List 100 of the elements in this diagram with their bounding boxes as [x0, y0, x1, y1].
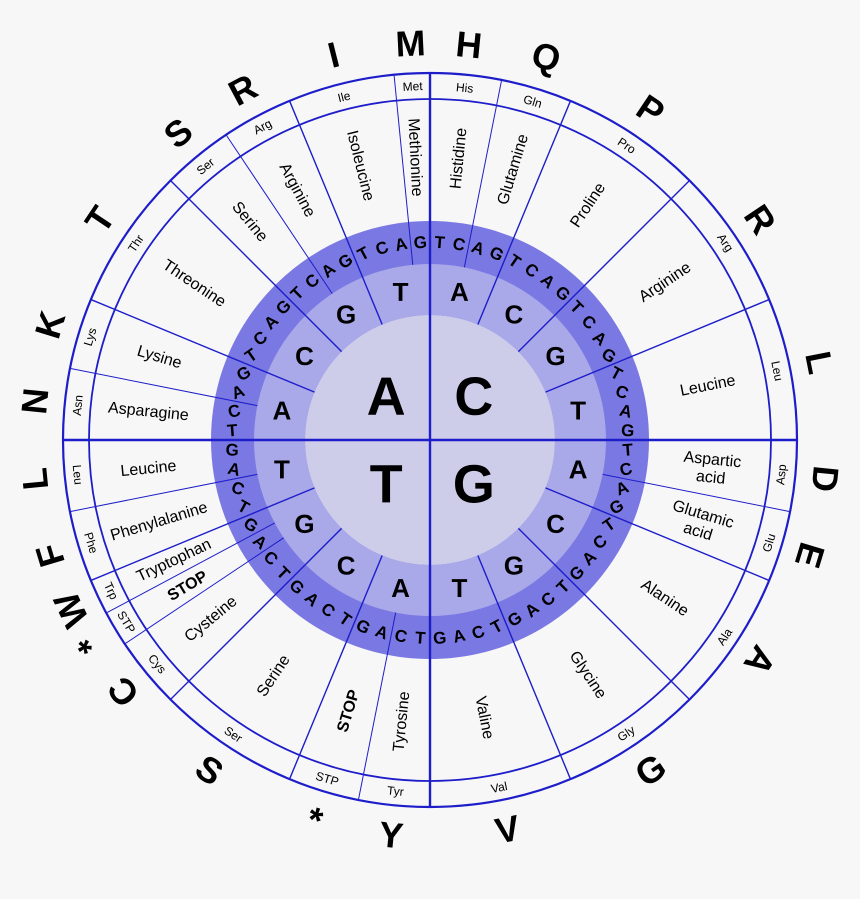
codon-letter: C: [526, 264, 538, 277]
amino-acid-abbreviation: Gln: [524, 96, 542, 108]
codon-letter: T: [572, 299, 584, 312]
codon-letter: G: [414, 236, 426, 248]
one-letter-code: L: [806, 352, 831, 375]
codon-letter: A: [252, 536, 266, 550]
amino-acid-abbreviation: Ala: [718, 630, 733, 646]
one-letter-code: N: [22, 389, 48, 413]
ring-sector: A: [254, 372, 315, 440]
node-label: T: [392, 282, 408, 301]
amino-acid-abbreviation: Gly: [618, 726, 634, 740]
ring-sector: A: [362, 555, 430, 616]
codon-letter: T: [289, 286, 302, 298]
codon-letter: C: [616, 386, 628, 398]
node-label: A: [569, 460, 587, 478]
codon-letter: T: [226, 424, 237, 436]
codon-letter: A: [396, 238, 408, 252]
amino-acid-abbreviation: Lys: [84, 328, 96, 346]
ring-sector: A: [545, 440, 606, 508]
amino-acid-abbreviation: Val: [490, 781, 508, 792]
codon-letter: A: [323, 264, 336, 278]
codon-letter: C: [265, 552, 278, 564]
one-letter-code: Y: [380, 822, 404, 848]
amino-acid-abbreviation: Thr: [128, 234, 144, 251]
amino-acid-abbreviation: Trp: [104, 581, 116, 600]
one-letter-code: T: [84, 204, 112, 228]
codon-letter: T: [435, 236, 446, 248]
codon-letter: A: [374, 626, 386, 640]
amino-acid-name: Lysine: [137, 345, 181, 368]
one-letter-code: E: [795, 542, 825, 568]
amino-acid-name: Tyrosine: [392, 692, 410, 751]
amino-acid-abbreviation: Leu: [771, 361, 782, 381]
one-letter-code: G: [637, 756, 666, 784]
codon-letter: T: [555, 579, 568, 592]
codon-letter: A: [266, 316, 280, 330]
codon-letter: C: [306, 274, 318, 287]
one-letter-code: *: [78, 640, 92, 654]
amino-acid-abbreviation: Tyr: [388, 786, 404, 798]
codon-letter: A: [592, 332, 605, 346]
codon-letter: A: [227, 463, 238, 476]
one-letter-code: H: [457, 32, 481, 58]
amino-acid-abbreviation: Pro: [617, 138, 634, 154]
amino-acid-abbreviation: Asp: [776, 464, 788, 486]
codon-letter: G: [237, 367, 250, 380]
codon-letter: T: [510, 253, 522, 266]
codon-letter: A: [526, 604, 540, 618]
amino-acid-name: Aspartic acid: [683, 451, 741, 484]
one-letter-code: K: [35, 310, 66, 338]
one-letter-code: V: [494, 814, 517, 842]
amino-acid-name: STOP: [337, 690, 358, 732]
codon-letter: C: [254, 332, 267, 344]
amino-acid-name: Histidine: [450, 128, 466, 188]
amino-acid-abbreviation: Glu: [763, 534, 776, 552]
codon-letter: C: [542, 592, 554, 605]
ring-sector: T: [430, 555, 498, 616]
ring-sector: T: [545, 372, 606, 440]
one-letter-code: L: [22, 468, 48, 489]
amino-acid-name: Glutamic acid: [674, 500, 734, 540]
amino-acid-abbreviation: STP: [316, 772, 338, 784]
one-letter-code: *: [310, 808, 324, 822]
amino-acid-abbreviation: His: [456, 83, 473, 93]
codon-letter: C: [376, 242, 388, 254]
ring-sector: T: [254, 440, 315, 508]
codon-letter: T: [244, 348, 256, 361]
node-label: A: [392, 579, 410, 598]
codon-letter: C: [322, 604, 335, 616]
codon-letter: T: [602, 516, 614, 530]
codon-letter: C: [454, 238, 466, 250]
codon-letter: T: [612, 366, 624, 379]
one-letter-code: I: [328, 42, 340, 68]
codon-letter: T: [278, 565, 291, 578]
node-label: A: [450, 282, 468, 301]
codon-letter: T: [416, 632, 426, 644]
codon-letter: G: [339, 254, 352, 268]
codon-letter: G: [277, 300, 290, 314]
node-label: T: [570, 402, 586, 420]
codon-letter: C: [395, 630, 407, 642]
codon-letter: G: [602, 349, 616, 362]
amino-acid-abbreviation: Arg: [255, 120, 272, 135]
ring-sector: T: [362, 264, 430, 325]
amino-acid-name: Leucine: [121, 461, 176, 476]
ring-sector: A: [430, 264, 498, 325]
codon-letter: G: [508, 612, 522, 626]
codon-letter: G: [357, 620, 370, 633]
codon-letter: A: [454, 630, 466, 643]
amino-acid-abbreviation: Met: [403, 82, 423, 91]
amino-acid-abbreviation: Leu: [72, 465, 82, 484]
amino-acid-name: Isoleucine: [347, 130, 372, 200]
codon-letter: C: [583, 316, 596, 328]
one-letter-code: F: [35, 545, 64, 568]
codon-letter: T: [341, 611, 353, 624]
codon-letter: G: [244, 518, 258, 532]
amino-acid-abbreviation: Cys: [149, 655, 164, 674]
codon-letter: A: [618, 482, 630, 496]
codon-letter: G: [290, 580, 304, 594]
one-letter-code: S: [196, 756, 222, 784]
amino-acid-abbreviation: Ile: [338, 92, 350, 102]
codon-letter: A: [618, 404, 630, 418]
codon-letter: C: [228, 404, 240, 417]
one-letter-code: C: [110, 678, 136, 704]
